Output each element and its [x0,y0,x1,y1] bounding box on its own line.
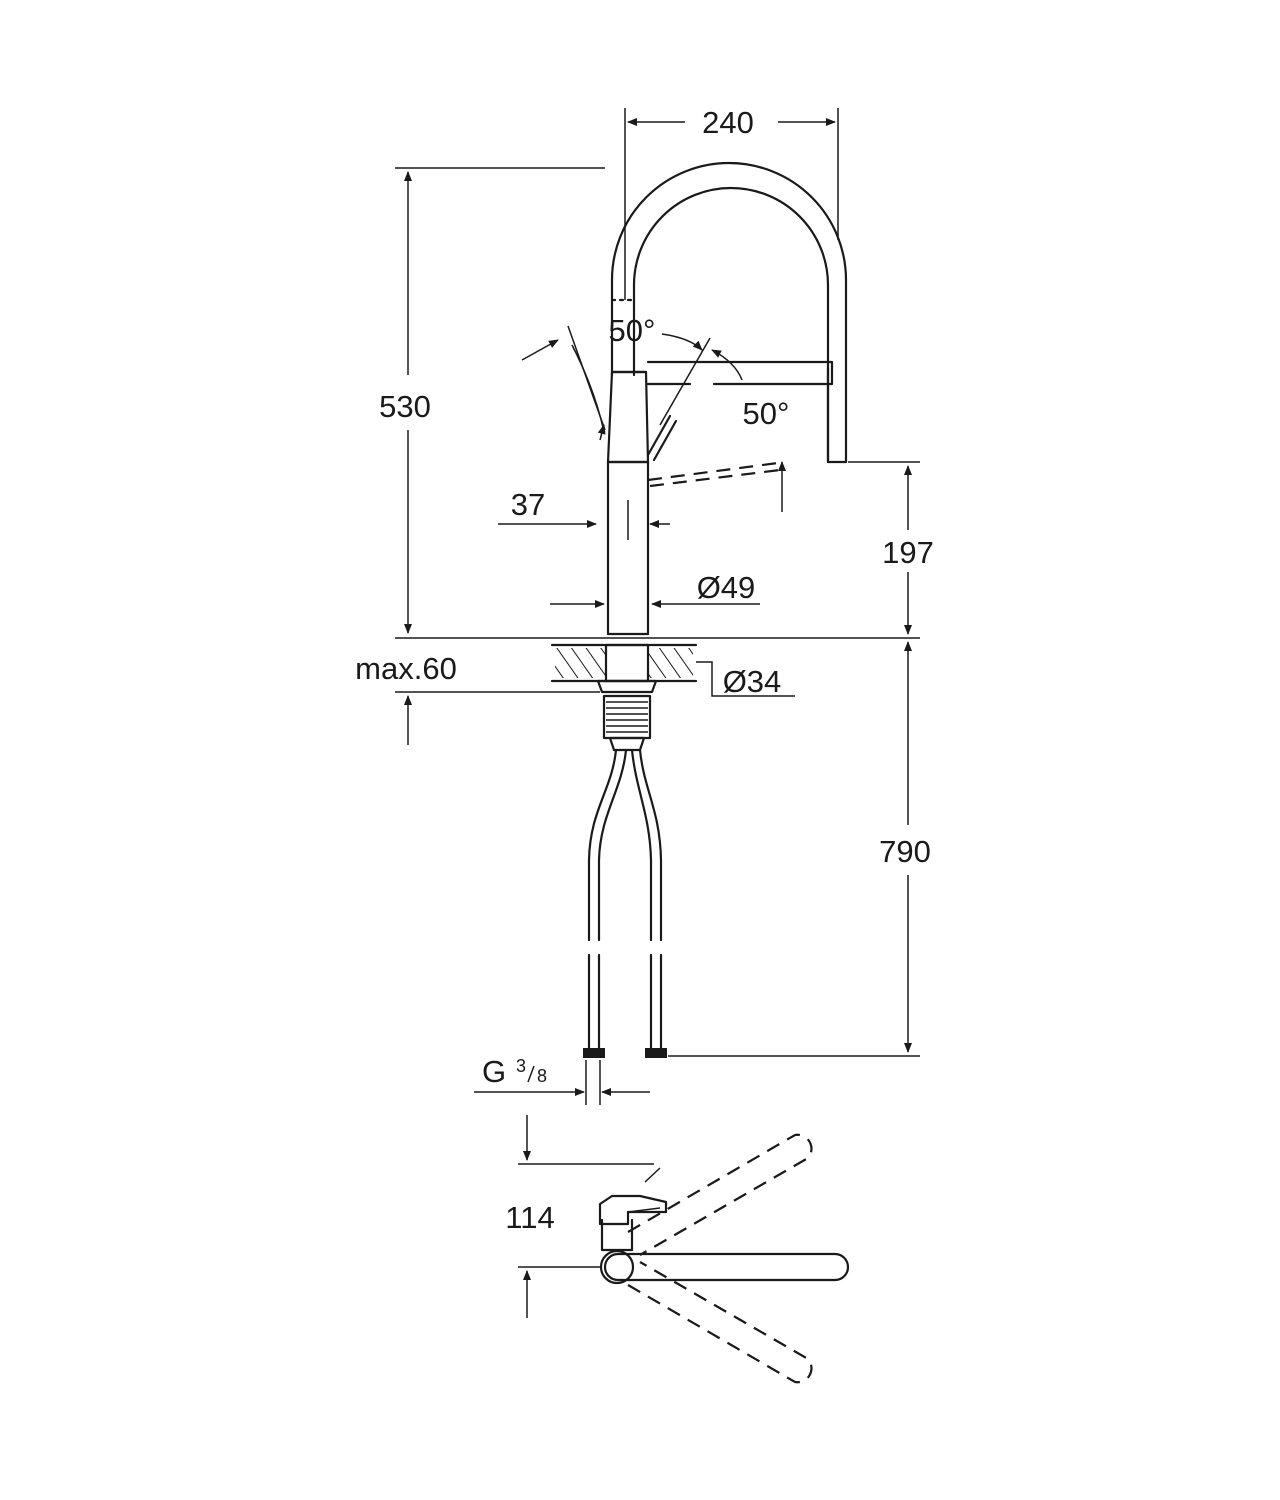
dimension-top-view-height: 114 [505,1115,654,1318]
label-max-60: max.60 [355,651,457,686]
spout [610,161,848,464]
label-height-530: 530 [379,389,431,424]
dimension-angle-left [521,325,606,441]
dimension-angle-right: 50° [711,349,790,431]
label-clearance-197: 197 [882,535,934,570]
label-diameter-49: Ø49 [697,570,756,605]
dimension-handle-offset: 37 [498,487,670,540]
faucet-body [606,370,781,636]
dimension-hose-length: 790 [879,641,931,1053]
dimension-angle-top: 50° [609,313,711,426]
dimension-body-diameter: Ø49 [550,570,760,608]
label-length-790: 790 [879,834,931,869]
dimension-hole-diameter: Ø34 [696,661,795,699]
label-height-114: 114 [505,1200,554,1235]
dimension-max-deck: max.60 [355,651,457,745]
dimension-width-top: 240 [624,105,839,300]
label-thread-g: G [482,1054,506,1089]
label-thread-denominator: 8 [537,1066,547,1086]
label-thread-numerator: 3 [516,1056,526,1076]
label-diameter-34: Ø34 [723,664,782,699]
top-view [598,1133,850,1384]
threaded-shank [602,694,652,752]
label-angle-top-50: 50° [609,313,656,348]
deck [395,637,920,694]
label-angle-right-50: 50° [743,396,790,431]
label-width-240: 240 [702,105,754,140]
label-offset-37: 37 [511,487,545,522]
dimension-connection-thread: G 3 8 [474,1054,650,1105]
dimension-spout-clearance: 197 [848,461,934,635]
supply-hoses [583,748,920,1058]
dimension-total-height: 530 [379,167,605,634]
